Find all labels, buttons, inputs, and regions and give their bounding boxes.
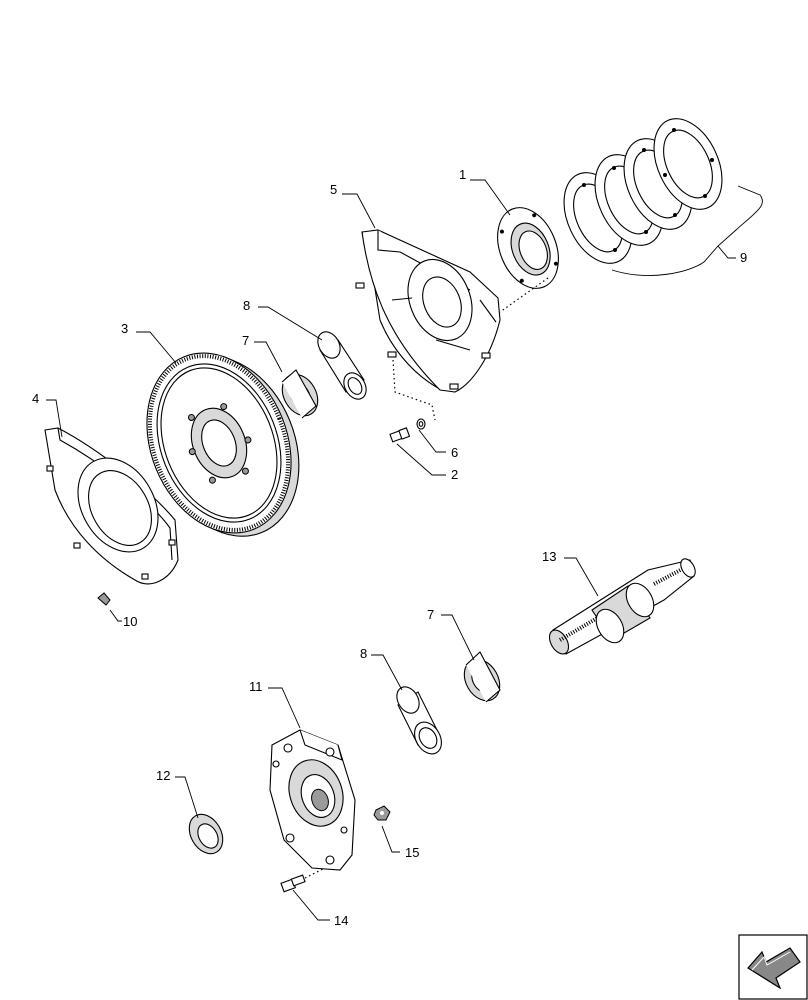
taper-bearing-lower xyxy=(463,651,501,703)
gear-cover xyxy=(44,427,179,585)
upper-housing-cover xyxy=(355,229,501,393)
taper-bearing-upper xyxy=(281,369,319,419)
callout-14: 14 xyxy=(334,913,348,928)
callouts: 1 5 3 8 7 4 6 2 10 9 13 7 8 11 12 15 14 xyxy=(32,167,747,928)
bearing-cup-upper xyxy=(317,331,367,400)
bearing-housing xyxy=(269,729,356,871)
callout-11: 11 xyxy=(249,679,263,694)
leader-lines xyxy=(46,179,763,921)
callout-5: 5 xyxy=(330,182,337,197)
callout-6: 6 xyxy=(451,445,458,460)
oil-seal xyxy=(188,813,224,855)
bearing-cup-lower xyxy=(396,686,442,755)
spur-gear xyxy=(146,352,300,537)
assembly-line-a xyxy=(499,277,549,313)
callout-3: 3 xyxy=(121,321,128,336)
callout-13: 13 xyxy=(542,549,556,564)
arrow-icon[interactable] xyxy=(738,934,808,1000)
nut xyxy=(373,805,391,821)
assembly-line-c xyxy=(304,867,326,879)
bearing-flange xyxy=(497,207,559,289)
clip xyxy=(97,592,111,606)
callout-8: 8 xyxy=(243,298,250,313)
washer xyxy=(416,418,426,430)
callout-10: 10 xyxy=(123,614,137,629)
callout-4: 4 xyxy=(32,391,39,406)
callout-7: 7 xyxy=(242,333,249,348)
bolt-upper xyxy=(389,427,411,443)
callout-9: 9 xyxy=(740,250,747,265)
callout-15: 15 xyxy=(405,845,419,860)
callout-1: 1 xyxy=(459,167,466,182)
bolt-lower xyxy=(280,874,306,893)
gasket-set xyxy=(563,118,723,264)
callout-7b: 7 xyxy=(427,607,434,622)
drive-shaft xyxy=(548,558,696,655)
callout-2: 2 xyxy=(451,467,458,482)
callout-12: 12 xyxy=(156,768,170,783)
callout-8b: 8 xyxy=(360,646,367,661)
